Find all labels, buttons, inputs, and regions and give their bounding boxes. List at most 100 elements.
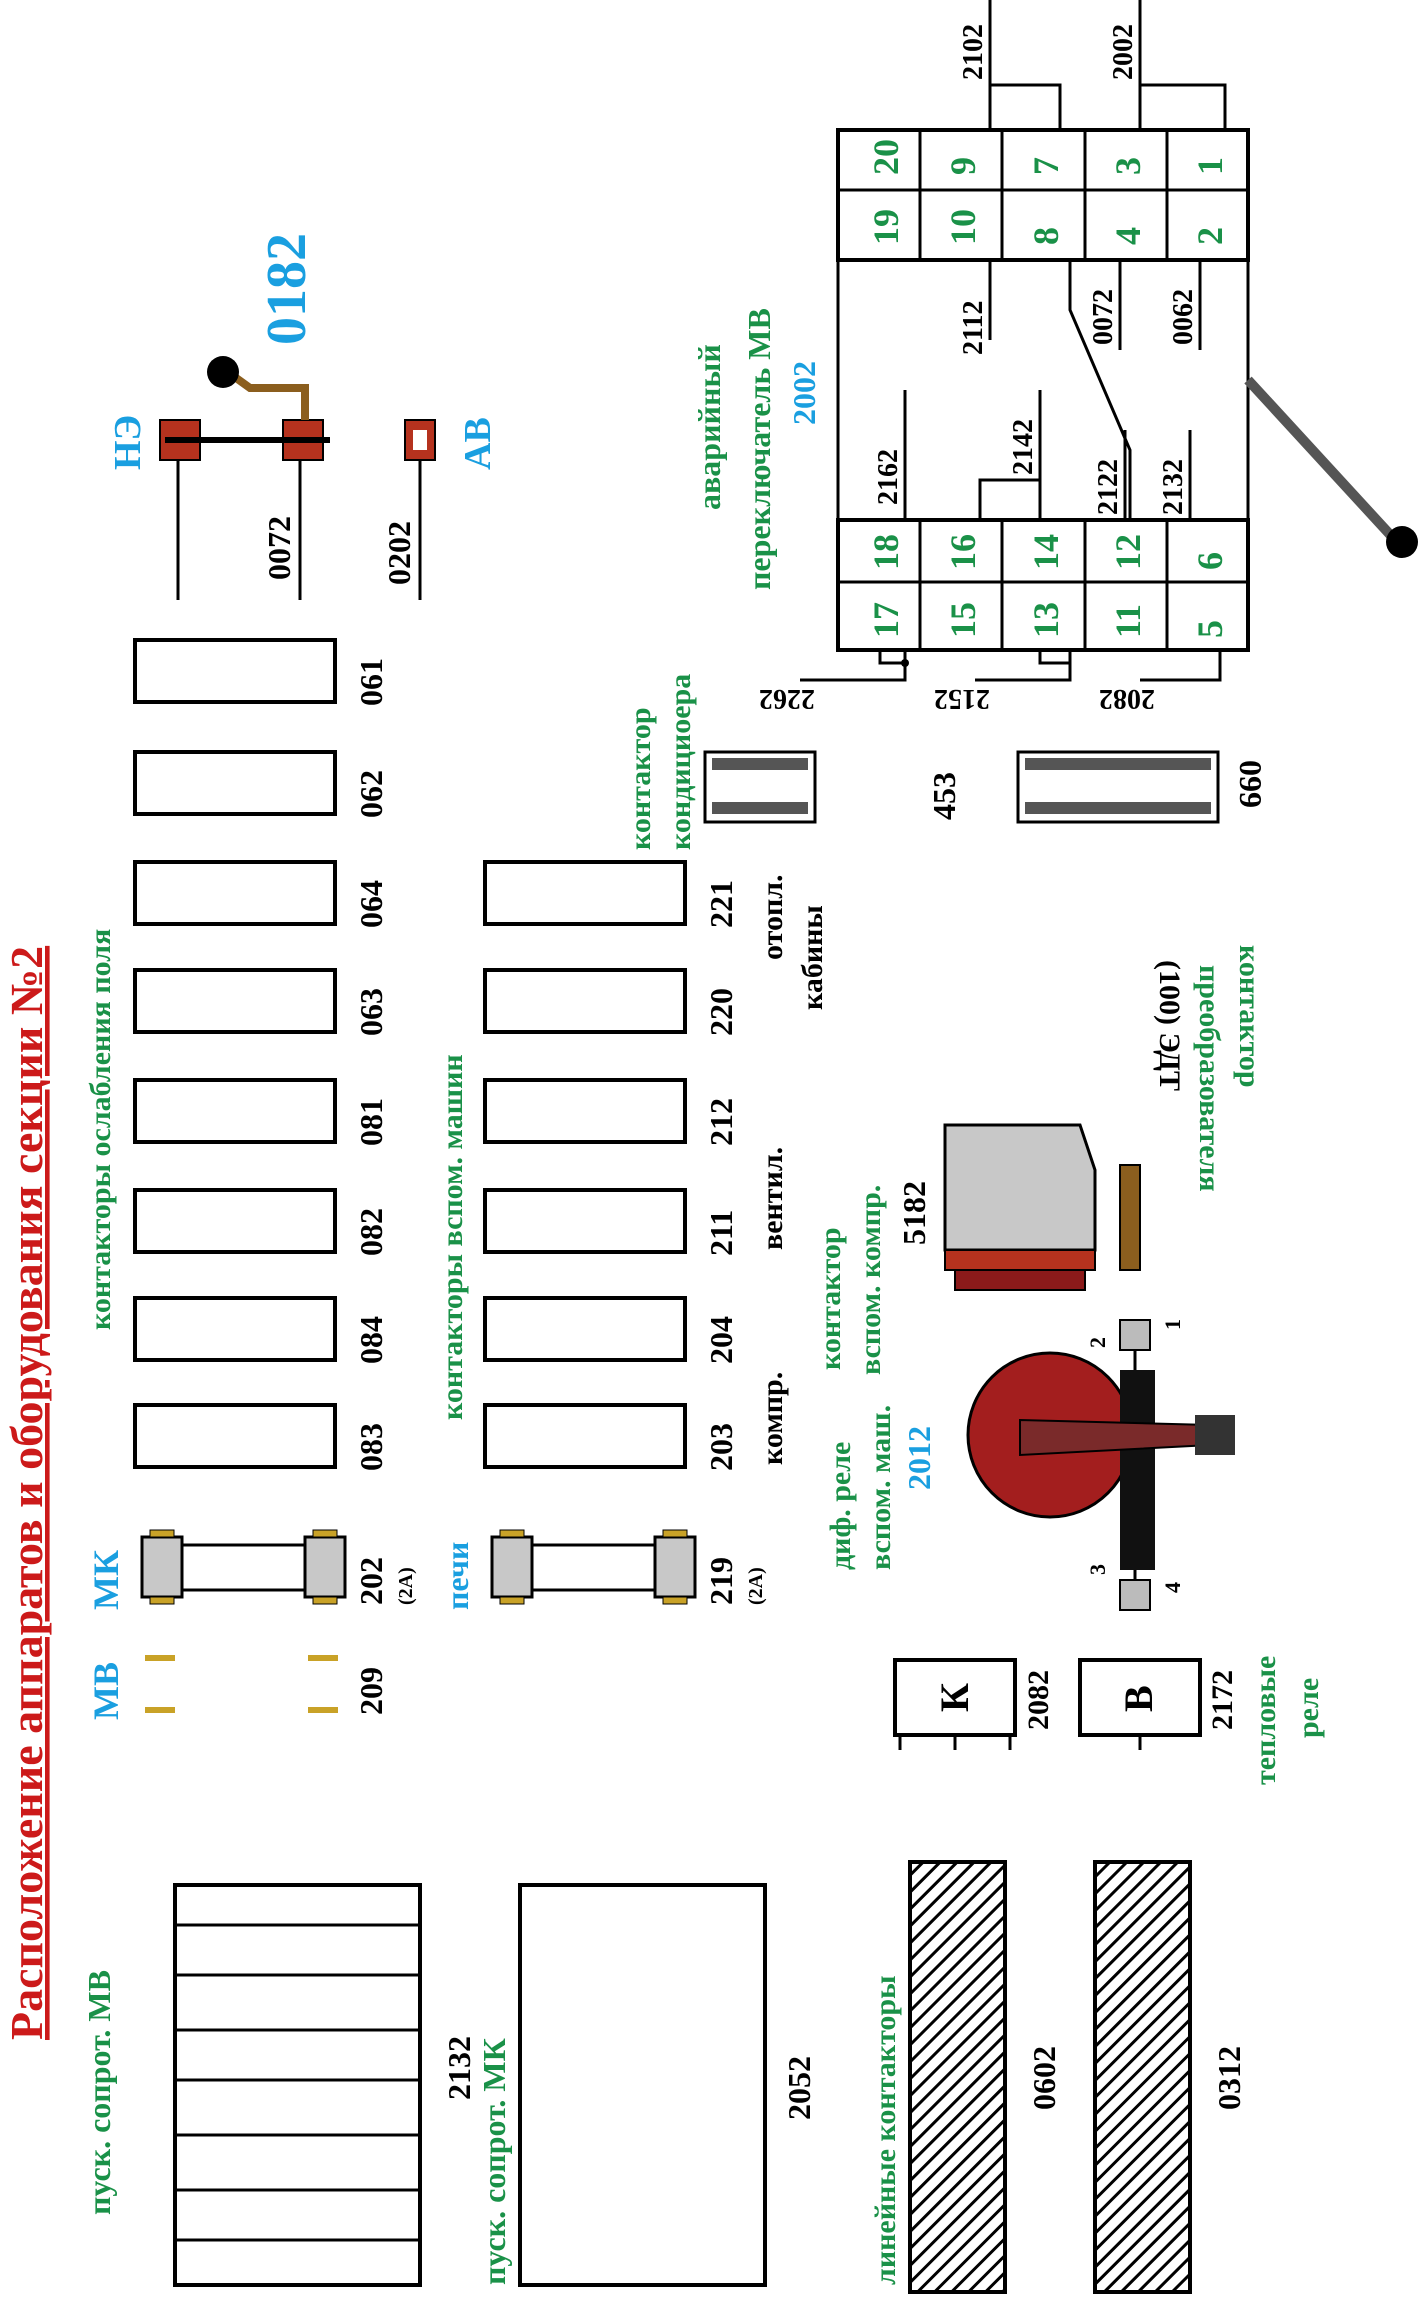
contactor-220 <box>483 968 687 1034</box>
term-11: 11 <box>1108 604 1148 638</box>
num-064: 064 <box>353 880 389 928</box>
pechi-num: 219 <box>703 1557 739 1605</box>
term-13: 13 <box>1026 602 1066 638</box>
wire-212: 2122 <box>1093 459 1124 515</box>
contactor-084 <box>133 1296 337 1362</box>
term-8: 8 <box>1026 227 1066 245</box>
aux-contactors-caption: контакторы вспом. машин <box>436 1054 469 1420</box>
wire-006: 0062 <box>1168 289 1199 345</box>
term-10: 10 <box>943 209 983 245</box>
term-17: 17 <box>866 602 906 638</box>
diff-term-2: 2 <box>1085 1337 1110 1348</box>
thermal-relay-v <box>1078 1658 1202 1750</box>
aux-compr-caption-1: контактор <box>814 1227 847 1370</box>
conv-caption-3: (100) ЭДТ <box>1153 960 1186 1091</box>
diff-term-4: 4 <box>1160 1582 1185 1593</box>
term-16: 16 <box>943 534 983 570</box>
term-7: 7 <box>1026 157 1066 175</box>
cond-num: 453 <box>926 772 962 820</box>
thermal-v-num: 2172 <box>1206 1670 1239 1730</box>
thermal-k-num: 2082 <box>1022 1670 1055 1730</box>
wire-213: 2132 <box>1158 459 1189 515</box>
num-221: 221 <box>703 880 739 928</box>
num-062: 062 <box>353 770 389 818</box>
cond-caption-2: кондициоера <box>664 674 697 850</box>
mv-num: 209 <box>353 1667 389 1715</box>
av-020: 0202 <box>381 521 417 585</box>
term-9: 9 <box>943 157 983 175</box>
term-12: 12 <box>1108 534 1148 570</box>
mv-resistor-block <box>173 1883 422 2287</box>
line-contactors-caption: линейные контакторы <box>869 1975 902 2285</box>
page-title: Расположение аппаратов и оборудования се… <box>1 946 52 2040</box>
term-18: 18 <box>866 534 906 570</box>
num-204: 204 <box>703 1316 739 1364</box>
wire-200: 2002 <box>1108 24 1139 80</box>
mk-label: МК <box>86 1550 126 1610</box>
term-2: 2 <box>1190 227 1230 245</box>
mk-resistor-num: 2052 <box>781 2056 817 2120</box>
sub-kabiny: кабины <box>796 905 829 1010</box>
sub-otopl: отопл. <box>756 874 789 960</box>
mv-resistor-num: 2132 <box>441 2036 477 2100</box>
num-081: 081 <box>353 1098 389 1146</box>
term-6: 6 <box>1190 552 1230 570</box>
mk-resistor-caption: пуск. сопрот. МК <box>476 2038 512 2285</box>
num-211: 211 <box>703 1210 739 1256</box>
line-contactor-031-num: 0312 <box>1211 2046 1247 2110</box>
mk-contactor <box>140 1529 347 1605</box>
wire-007: 0072 <box>1088 289 1119 345</box>
contactor-081 <box>133 1078 337 1144</box>
cond-caption-1: контактор <box>624 707 657 850</box>
emergency-switch-terminals: 20 9 7 3 1 19 10 8 4 2 18 16 14 12 6 17 … <box>866 139 1230 638</box>
thermal-caption-2: реле <box>1292 1678 1325 1738</box>
wire-215: 2152 <box>934 683 990 714</box>
term-14: 14 <box>1026 534 1066 570</box>
line-contactor-060-num: 0602 <box>1026 2046 1062 2110</box>
pechi-label: печи <box>439 1542 475 1610</box>
diff-caption-1: диф. реле <box>824 1442 857 1570</box>
contactor-064 <box>133 860 337 926</box>
aux-compr-caption-2: вспом. компр. <box>854 1185 887 1375</box>
aux-contactors-group: 221 220 212 211 204 203 отопл. кабины ве… <box>483 860 829 1471</box>
num-082: 082 <box>353 1208 389 1256</box>
conditioner-contactor <box>703 750 817 824</box>
num-084: 084 <box>353 1316 389 1364</box>
mv-label: МВ <box>86 1662 126 1720</box>
mk-note: (2А) <box>395 1567 417 1605</box>
diff-term-3: 3 <box>1085 1564 1110 1575</box>
contactor-083 <box>133 1403 337 1469</box>
num-220: 220 <box>703 988 739 1036</box>
line-contactor-060 <box>908 1860 1007 2294</box>
converter-contactor <box>1016 750 1220 824</box>
conv-caption-1: контактор <box>1233 945 1266 1088</box>
contactor-221 <box>483 860 687 926</box>
term-3: 3 <box>1108 157 1148 175</box>
thermal-caption-1: тепловые <box>1249 1656 1282 1785</box>
conv-num: 099 <box>1233 760 1269 808</box>
ne-007: 0072 <box>261 516 297 580</box>
term-4: 4 <box>1108 227 1148 245</box>
contactor-203 <box>483 1403 687 1469</box>
diff-caption-2: вспом. маш. <box>864 1405 897 1570</box>
contactor-204 <box>483 1296 687 1362</box>
aux-compressor-contactor <box>943 1123 1141 1291</box>
diff-num: 2012 <box>901 1426 937 1490</box>
wire-210: 2102 <box>958 24 989 80</box>
contactor-061 <box>133 638 337 704</box>
ne-018: 0182 <box>256 233 318 345</box>
contactor-063 <box>133 968 337 1034</box>
pechi-contactor <box>490 1529 697 1605</box>
av-label: АВ <box>457 417 499 470</box>
sub-ventil: вентил. <box>756 1147 789 1250</box>
contactor-082 <box>133 1188 337 1254</box>
wire-214: 2142 <box>1008 419 1039 475</box>
term-20: 20 <box>866 139 906 175</box>
emergency-switch-wire-labels: 2102 2002 2112 0072 0062 2162 2142 2122 … <box>759 24 1199 714</box>
contactor-212 <box>483 1078 687 1144</box>
term-5: 5 <box>1190 620 1230 638</box>
num-061: 061 <box>353 658 389 706</box>
num-063: 063 <box>353 988 389 1036</box>
conv-caption-2: преобразователя <box>1193 965 1226 1192</box>
